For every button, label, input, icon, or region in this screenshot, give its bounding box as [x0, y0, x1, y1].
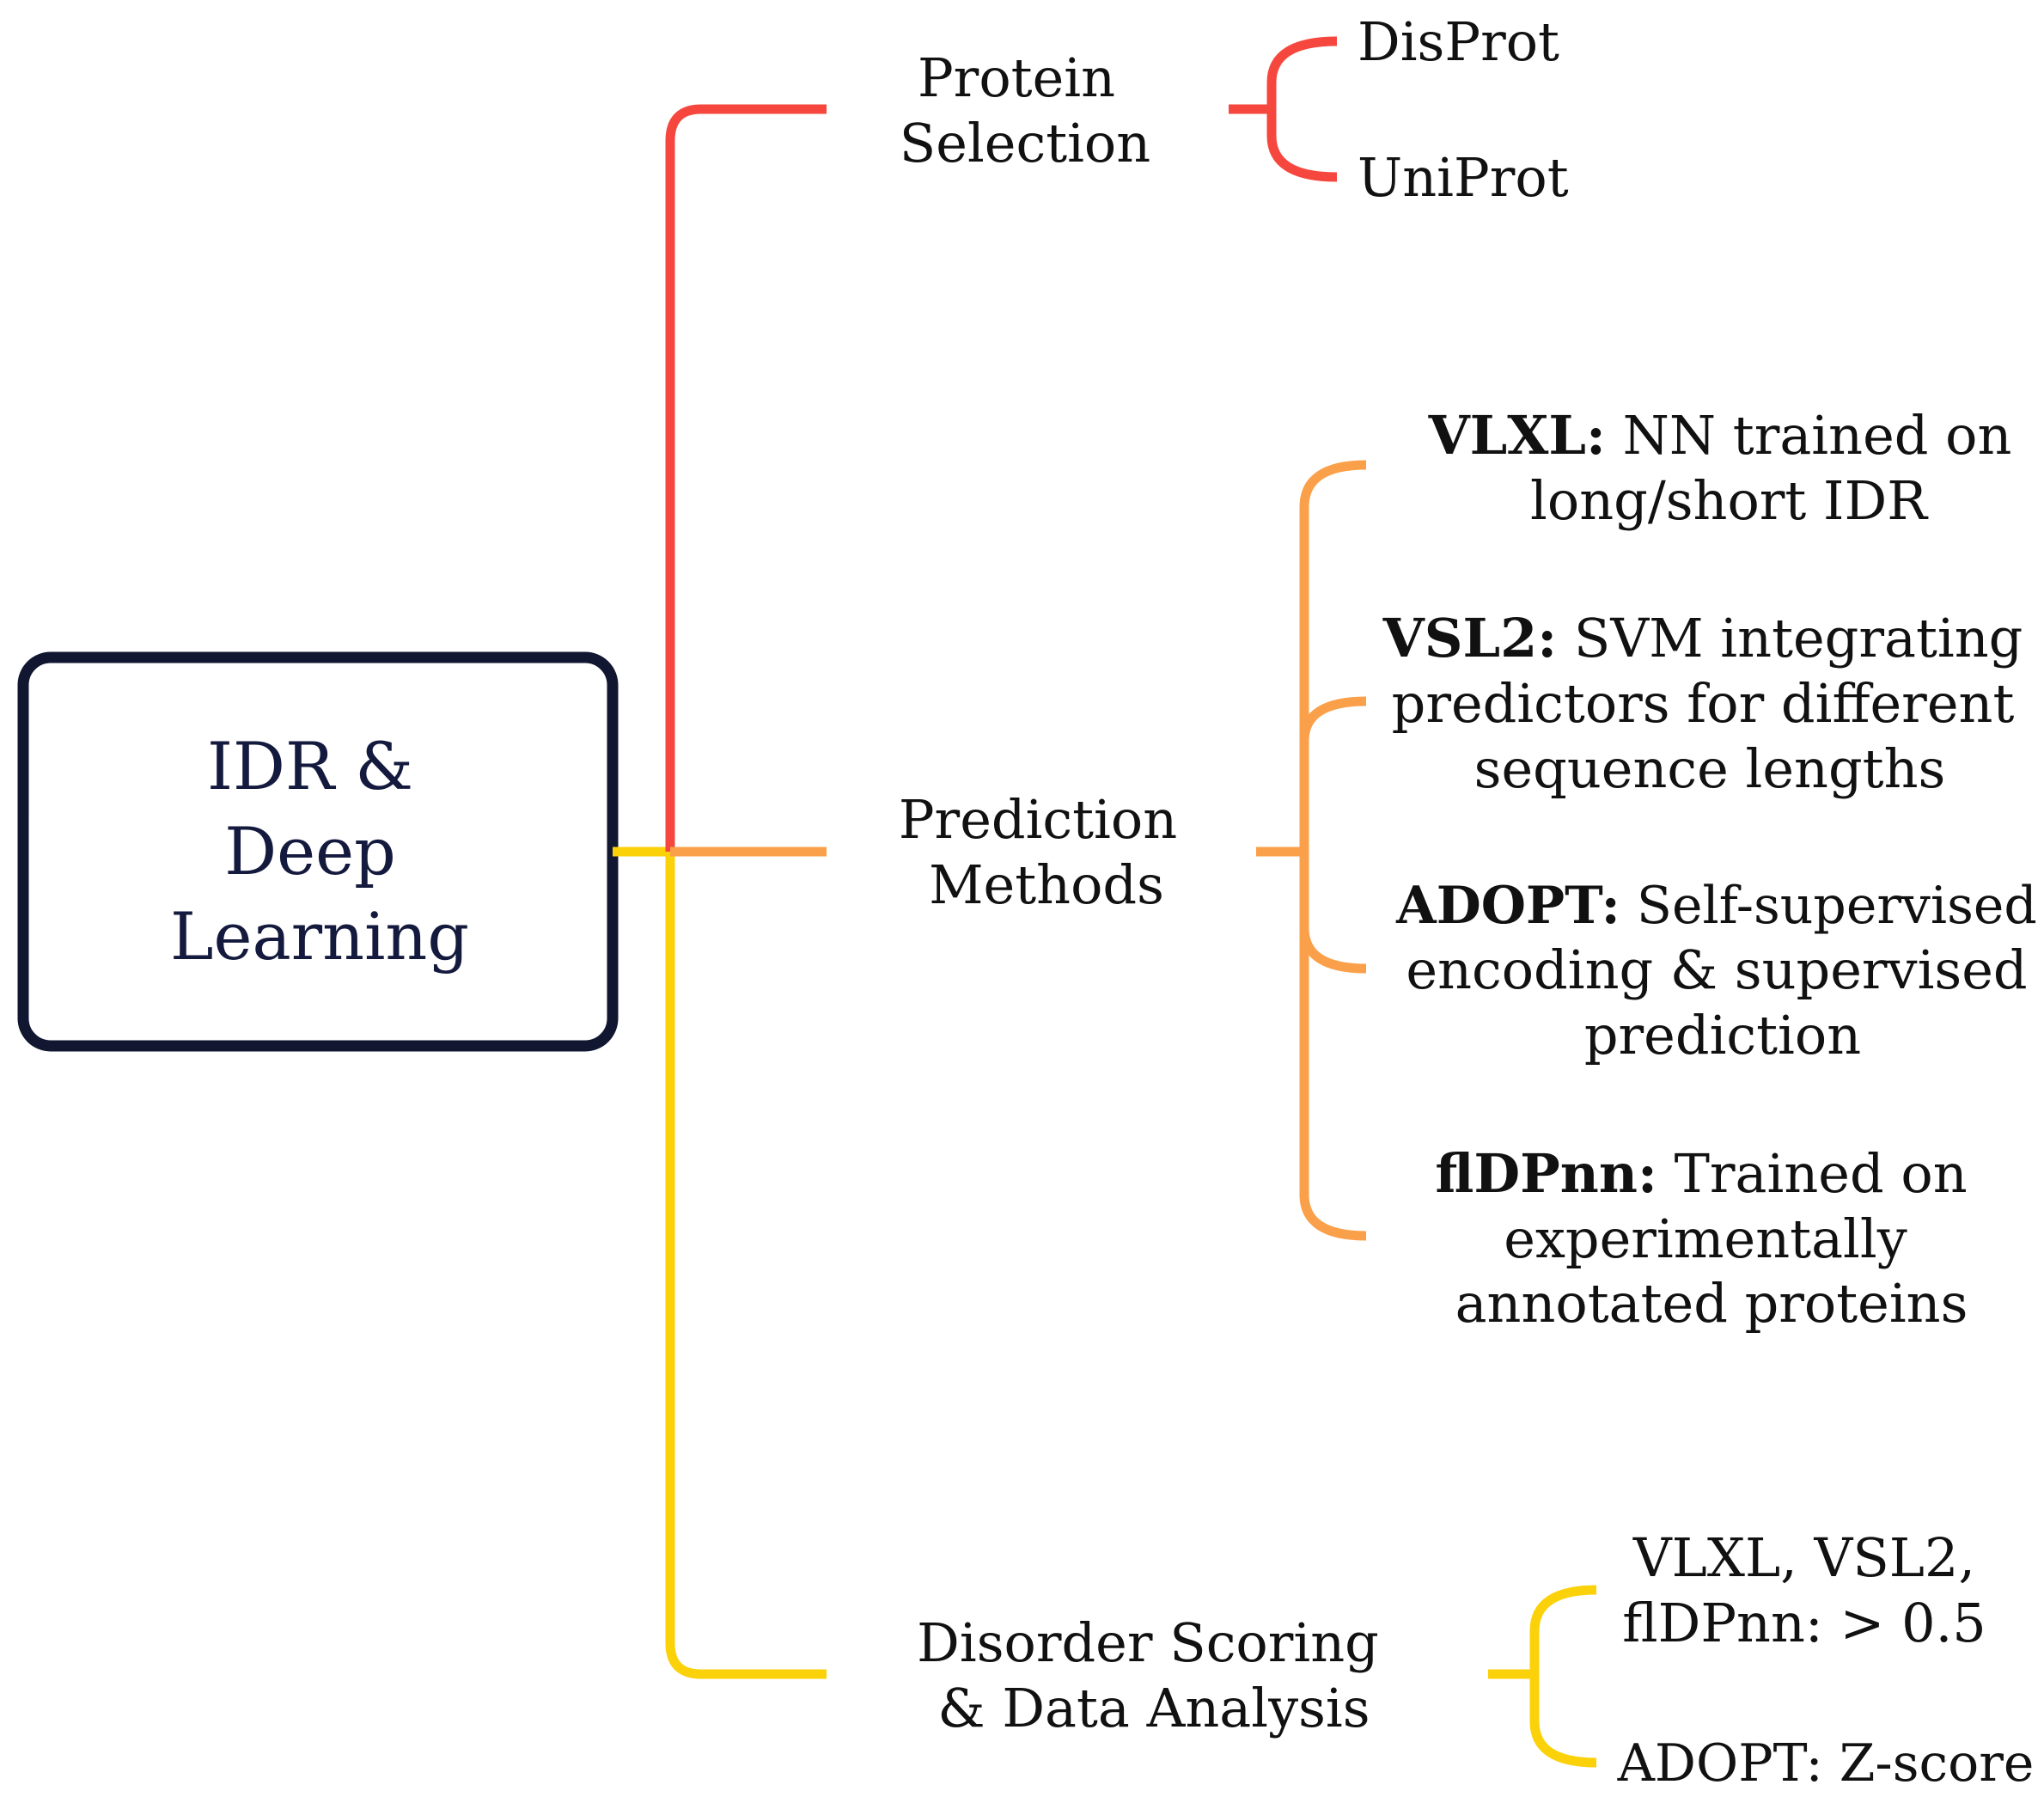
- root-title-line-3: Learning: [170, 898, 469, 975]
- threshold-score-line-1: VLXL, VSL2,: [1632, 1526, 1975, 1589]
- vsl2-name: VSL2:: [1382, 607, 1558, 669]
- fldpnn-description-line-3: annotated proteins: [1455, 1272, 1968, 1335]
- disprot-label: DisProt: [1358, 10, 1559, 73]
- disorder-scoring-bracket: [1488, 1585, 1597, 1768]
- protein-selection-label-line-1: Protein: [918, 46, 1115, 109]
- protein-selection-bracket: [1229, 36, 1338, 182]
- vlxl-description-line-1: VLXL: NN trained on: [1428, 404, 2012, 467]
- vlxl-description-rest: NN trained on: [1606, 404, 2012, 467]
- fldpnn-description-line-1: flDPnn: Trained on: [1435, 1142, 1967, 1205]
- vsl2-description-line-2: predictors for different: [1392, 672, 2015, 735]
- adopt-description-line-1: ADOPT: Self-supervised: [1395, 876, 2037, 936]
- vlxl-description-line-2: long/short IDR: [1530, 469, 1929, 532]
- fldpnn-description-rest: Trained on: [1657, 1142, 1968, 1205]
- adopt-name: ADOPT:: [1395, 876, 1620, 936]
- protein-selection-label-line-2: Selection: [900, 112, 1150, 174]
- root-title-line-2: Deep: [224, 813, 396, 889]
- prediction-methods-label-line-1: Prediction: [899, 788, 1177, 851]
- vsl2-description-rest: SVM integrating: [1557, 607, 2023, 669]
- adopt-description-rest: Self-supervised: [1620, 876, 2037, 936]
- disorder-scoring-label-line-2: & Data Analysis: [937, 1677, 1370, 1739]
- threshold-score-line-2: flDPnn: > 0.5: [1622, 1592, 1986, 1654]
- uniprot-label: UniProt: [1358, 146, 1569, 209]
- vsl2-description-line-1: VSL2: SVM integrating: [1382, 607, 2023, 669]
- adopt-zscore-label: ADOPT: Z-score: [1617, 1733, 2035, 1794]
- yellow-trunk-line: [665, 852, 827, 1679]
- root-title-line-1: IDR &: [207, 728, 413, 804]
- fldpnn-description-line-2: experimentally: [1504, 1207, 1907, 1270]
- red-trunk-line: [665, 104, 827, 852]
- prediction-methods-label-line-2: Methods: [929, 853, 1164, 916]
- fldpnn-name: flDPnn:: [1435, 1142, 1657, 1205]
- adopt-description-line-3: prediction: [1584, 1004, 1861, 1067]
- adopt-description-line-2: encoding & supervised: [1406, 938, 2027, 1001]
- prediction-methods-bracket: [1256, 460, 1367, 1241]
- vsl2-description-line-3: sequence lengths: [1474, 737, 1946, 800]
- vlxl-name: VLXL:: [1428, 404, 1606, 467]
- disorder-scoring-label-line-1: Disorder Scoring: [917, 1611, 1379, 1674]
